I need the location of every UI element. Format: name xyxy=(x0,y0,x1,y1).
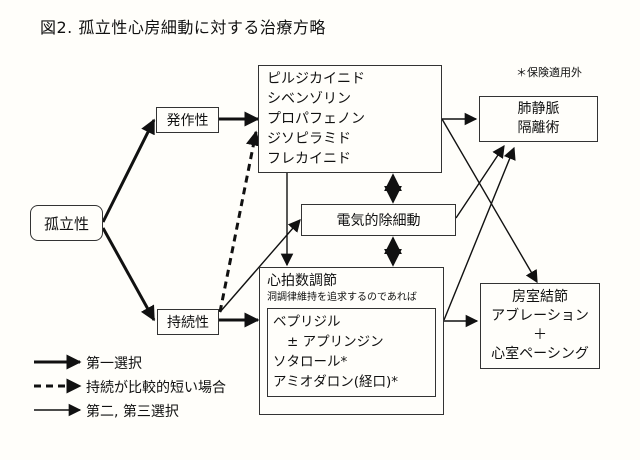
figure-title: 図2. 孤立性心房細動に対する治療方略 xyxy=(40,18,326,37)
rhythm-drug-item: ソタロール* xyxy=(273,354,348,370)
legend-second-third-choice: 第二, 第三選択 xyxy=(86,404,179,420)
drug-item: プロパフェノン xyxy=(267,111,365,127)
node-antiarrhythmics: ピルジカイニド シベンゾリン プロパフェノン ジソピラミド フレカイニド xyxy=(258,65,442,173)
node-paroxysmal: 発作性 xyxy=(156,107,219,133)
arrow-persistent-drugs-dashed xyxy=(218,130,261,313)
node-av-node: 房室結節 アブレーション ＋ 心室ペーシング xyxy=(480,283,600,369)
av-node-line: 心室ペーシング xyxy=(491,346,589,362)
drug-item: シベンゾリン xyxy=(267,91,351,107)
node-pvi: 肺静脈 隔離術 xyxy=(479,96,598,142)
node-persistent-label: 持続性 xyxy=(167,315,209,331)
drug-item: ジソピラミド xyxy=(267,131,351,147)
rhythm-drug-item: アミオダロン(経口)* xyxy=(273,374,399,390)
arrow-cardioversion-pvi xyxy=(455,144,505,219)
node-rate-control: 心拍数調節 洞調律維持を追求するのであれば ベプリジル ± アプリンジン ソタロ… xyxy=(259,267,444,415)
rhythm-drug-item: ベプリジル xyxy=(273,314,341,330)
av-node-line: 房室結節 xyxy=(512,289,568,305)
arrow-drugs-avnode xyxy=(441,118,538,284)
rhythm-drug-item: ± アプリンジン xyxy=(287,334,384,350)
rhythm-drugs-box: ベプリジル ± アプリンジン ソタロール* アミオダロン(経口)* xyxy=(267,308,436,397)
insurance-note: ＊保険適用外 xyxy=(516,66,582,79)
legend-first-choice: 第一選択 xyxy=(86,356,142,372)
drug-item: フレカイニド xyxy=(267,151,351,167)
pvi-line: 隔離術 xyxy=(517,120,560,136)
legend-short-duration: 持続が比較的短い場合 xyxy=(86,380,226,396)
arrow-ratecontrol-pvi xyxy=(443,146,516,321)
node-cardioversion-label: 電気的除細動 xyxy=(336,213,421,229)
av-node-line: アブレーション xyxy=(491,308,589,324)
node-isolated-label: 孤立性 xyxy=(43,214,89,233)
node-isolated: 孤立性 xyxy=(30,205,103,241)
node-paroxysmal-label: 発作性 xyxy=(166,113,209,129)
rate-control-heading: 心拍数調節 xyxy=(267,273,337,289)
av-node-line: ＋ xyxy=(533,327,547,343)
arrow-isolated-persistent xyxy=(101,227,156,322)
arrow-isolated-paroxysmal xyxy=(101,118,156,223)
drug-item: ピルジカイニド xyxy=(267,71,365,87)
rate-control-subheading: 洞調律維持を追求するのであれば xyxy=(267,292,417,303)
node-persistent: 持続性 xyxy=(157,309,219,335)
pvi-line: 肺静脈 xyxy=(517,101,560,117)
node-cardioversion: 電気的除細動 xyxy=(301,204,456,236)
